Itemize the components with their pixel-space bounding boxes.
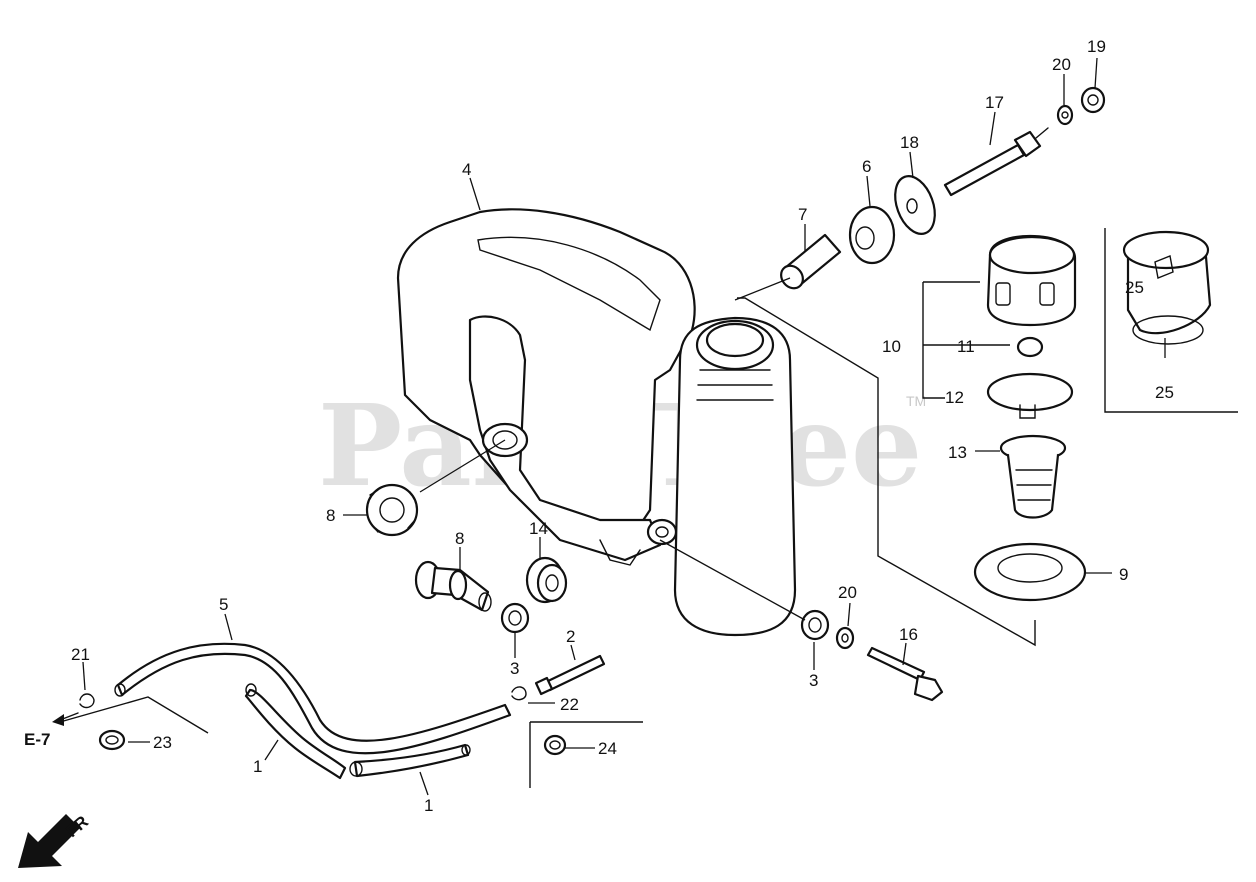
callout-17: 17: [985, 93, 1004, 112]
callout-1-left: 1: [253, 757, 262, 776]
callout-9: 9: [1119, 565, 1128, 584]
diagram-frames: [59, 228, 1238, 788]
hose-clamp-24[interactable]: [543, 734, 567, 756]
watermark-tm: TM: [906, 393, 926, 409]
callout-22: 22: [560, 695, 579, 714]
nut-right[interactable]: [800, 609, 830, 641]
callout-25-top: 25: [1125, 278, 1144, 297]
hose-clip-22[interactable]: [511, 686, 527, 701]
spacer-tube[interactable]: [777, 233, 842, 293]
fuel-hose-b[interactable]: [349, 743, 471, 778]
callout-4: 4: [462, 160, 471, 179]
callout-18: 18: [900, 133, 919, 152]
callout-25-bottom: 25: [1155, 383, 1174, 402]
callout-8-fitting: 8: [455, 529, 464, 548]
callout-8-left: 8: [326, 506, 335, 525]
reference-e7: E-7: [24, 712, 79, 749]
hose-clip-21[interactable]: [79, 693, 95, 709]
bolt-upper-left[interactable]: [534, 654, 606, 696]
nut-left[interactable]: [500, 602, 530, 634]
hose-clamp-23[interactable]: [98, 729, 126, 751]
tank-filler-neck[interactable]: [673, 316, 797, 637]
washer-lower[interactable]: [835, 626, 855, 650]
bolt-lower[interactable]: [866, 646, 944, 702]
callout-13: 13: [948, 443, 967, 462]
bushing[interactable]: [525, 556, 568, 604]
callout-3-right: 3: [809, 671, 818, 690]
front-arrow-icon: [18, 814, 80, 868]
fuel-fitting[interactable]: [414, 560, 492, 612]
neck-ring[interactable]: [973, 542, 1087, 602]
fuel-hose-a[interactable]: [244, 683, 347, 780]
callout-20-upper: 20: [1052, 55, 1071, 74]
front-direction: FR: [18, 812, 92, 868]
washer-18[interactable]: [888, 171, 942, 240]
grommet-upper[interactable]: [365, 483, 419, 537]
cap-gasket[interactable]: [986, 372, 1074, 419]
callout-21: 21: [71, 645, 90, 664]
washer-upper[interactable]: [1056, 104, 1074, 126]
callout-14: 14: [529, 519, 548, 538]
callout-5: 5: [219, 595, 228, 614]
fuel-hose-main[interactable]: [114, 642, 512, 755]
callout-16: 16: [899, 625, 918, 644]
callout-7: 7: [798, 205, 807, 224]
arrow-left-icon: [52, 714, 64, 726]
callout-23: 23: [153, 733, 172, 752]
callout-3-left: 3: [510, 659, 519, 678]
fuel-cap-assembly[interactable]: [1122, 230, 1212, 345]
callout-12: 12: [945, 388, 964, 407]
nut-19[interactable]: [1080, 86, 1106, 114]
reference-label: E-7: [24, 730, 50, 749]
callout-11: 11: [957, 337, 975, 356]
callout-19: 19: [1087, 37, 1106, 56]
callout-10: 10: [882, 337, 901, 356]
callout-1-right: 1: [424, 796, 433, 815]
grommet-upper-right[interactable]: [848, 205, 896, 265]
callout-2: 2: [566, 627, 575, 646]
bolt-17[interactable]: [943, 127, 1049, 197]
leader-lines: [82, 57, 1166, 796]
callout-labels: 4 7 6 18 17 20 19 10 11 12 13 9 25 25 8 …: [71, 37, 1174, 815]
fuel-strainer[interactable]: [999, 434, 1067, 519]
callout-20-lower: 20: [838, 583, 857, 602]
callout-24: 24: [598, 739, 617, 758]
fuel-cap[interactable]: [986, 234, 1077, 327]
cap-seal[interactable]: [1016, 336, 1044, 358]
callout-6: 6: [862, 157, 871, 176]
fuel-tank[interactable]: [396, 208, 696, 566]
